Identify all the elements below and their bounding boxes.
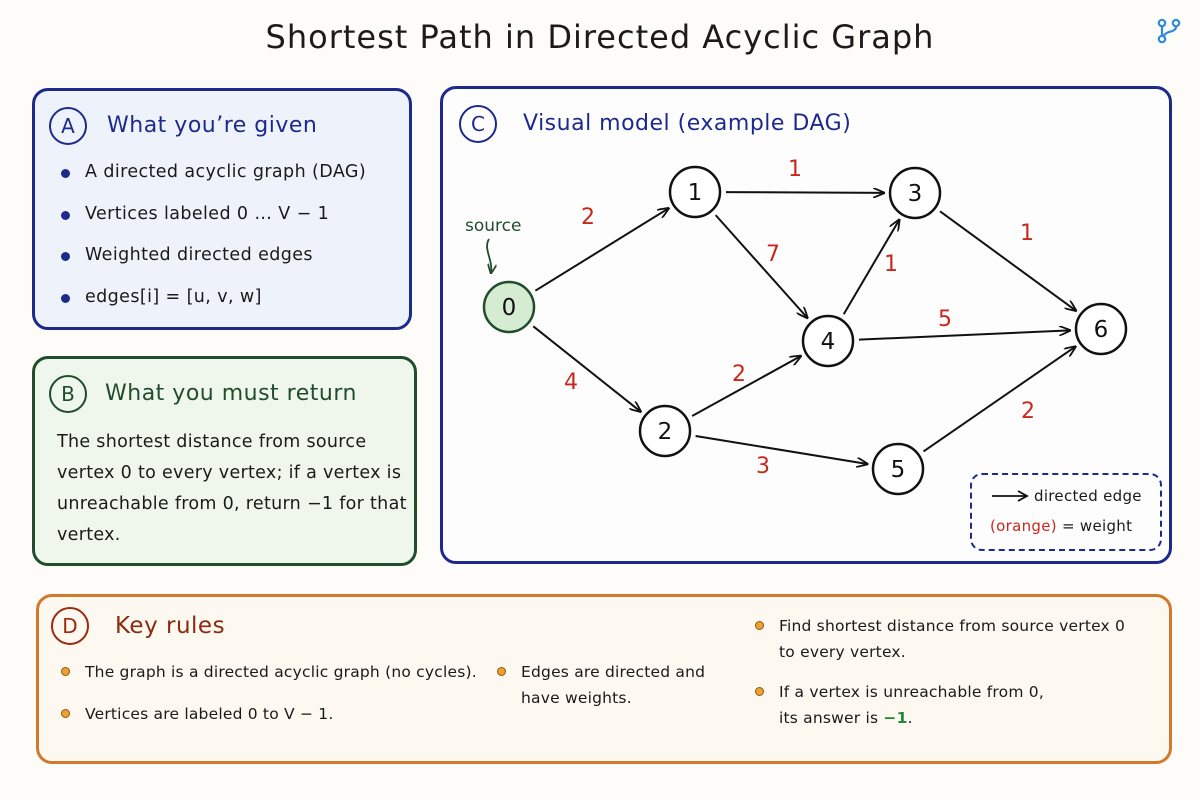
- node-5: [871, 442, 925, 496]
- panel-visual-model: 2 4 1 7 2 3 1 5 1 2 0 1 2 3 4 5 6 source C Visual model…: [440, 86, 1172, 564]
- node-2: [638, 404, 692, 458]
- edge-weight-0-1: 2: [581, 205, 595, 230]
- bullet-icon: [61, 210, 70, 220]
- list-item: A directed acyclic graph (DAG): [57, 161, 366, 203]
- bullet-icon: [61, 169, 70, 178]
- rule-item: The graph is a directed acyclic graph (n…: [61, 659, 481, 685]
- rule-item: Vertices are labeled 0 to V − 1.: [61, 701, 481, 727]
- edge-2-5: [695, 435, 868, 464]
- source-arrow-icon: [486, 238, 491, 273]
- rule-text: Edges are directed and have weights.: [521, 663, 706, 707]
- edge-weight-4-6: 5: [938, 307, 952, 332]
- edge-weight-2-4: 2: [732, 362, 746, 387]
- node-label-2: 2: [658, 419, 673, 445]
- list-item-text: Weighted directed edges: [85, 245, 313, 265]
- edge-2-4: [691, 356, 801, 417]
- node-4: [801, 314, 855, 368]
- edge-weight-5-6: 2: [1021, 399, 1035, 424]
- panel-return: B What you must return The shortest dist…: [32, 356, 417, 566]
- list-item: Weighted directed edges: [57, 244, 366, 286]
- rule-item: Find shortest distance from source verte…: [755, 613, 1135, 665]
- edge-weight-0-2: 4: [564, 370, 578, 395]
- badge-d: D: [51, 607, 89, 645]
- bullet-icon: [61, 293, 70, 303]
- node-3: [888, 166, 942, 220]
- node-label-6: 6: [1094, 317, 1109, 343]
- graph-legend: directed edge (orange) = weight: [970, 473, 1162, 551]
- panel-given: A What you’re given A directed acyclic g…: [32, 88, 412, 330]
- bullet-icon: [755, 687, 764, 696]
- badge-b: B: [49, 375, 87, 413]
- badge-c: C: [459, 105, 497, 143]
- edge-1-3: [725, 192, 884, 193]
- list-item-text: edges[i] = [u, v, w]: [85, 286, 262, 307]
- rule-item: If a vertex is unreachable from 0, its a…: [755, 679, 1055, 731]
- arrow-right-icon: [992, 490, 1029, 502]
- rule-text: If a vertex is unreachable from 0, its a…: [779, 683, 1044, 727]
- legend-edge-label: directed edge: [1034, 487, 1142, 505]
- node-1: [668, 165, 722, 219]
- git-branch-icon: [1157, 18, 1181, 44]
- panel-a-heading: What you’re given: [107, 113, 318, 138]
- node-label-4: 4: [821, 329, 836, 355]
- edge-0-1: [534, 208, 668, 292]
- panel-b-heading: What you must return: [105, 381, 357, 406]
- bullet-icon: [755, 621, 764, 630]
- edge-weight-2-5: 3: [756, 454, 770, 479]
- list-item-text: A directed acyclic graph (DAG): [85, 162, 367, 182]
- edge-4-6: [858, 330, 1070, 341]
- bullet-icon: [61, 667, 70, 676]
- bullet-icon: [61, 252, 70, 261]
- edge-weight-1-3: 1: [788, 157, 802, 182]
- dag-graph: 2 4 1 7 2 3 1 5 1 2 0 1 2 3 4 5 6 source: [465, 157, 1128, 496]
- bullet-icon: [497, 667, 506, 676]
- node-label-3: 3: [908, 181, 923, 207]
- node-6: [1074, 302, 1128, 356]
- list-item-text: Vertices labeled 0 … V − 1: [85, 203, 330, 224]
- legend-weight-text: = weight: [1056, 517, 1133, 535]
- list-item: edges[i] = [u, v, w]: [57, 286, 366, 328]
- edge-3-6: [939, 210, 1076, 310]
- rule-text: Vertices are labeled 0 to V − 1.: [85, 705, 334, 723]
- bullet-icon: [61, 709, 70, 718]
- panel-d-heading: Key rules: [115, 613, 226, 639]
- edge-weight-4-3: 1: [884, 252, 898, 277]
- rule-highlight: −1: [883, 709, 908, 727]
- rule-item: Edges are directed and have weights.: [497, 659, 717, 711]
- edge-weight-1-4: 7: [766, 242, 780, 267]
- return-description: The shortest distance from source vertex…: [57, 432, 407, 545]
- rule-text-end: .: [907, 709, 913, 727]
- node-label-1: 1: [688, 180, 703, 206]
- node-0: [482, 280, 536, 334]
- edge-0-2: [532, 325, 640, 411]
- page-title: Shortest Path in Directed Acyclic Graph: [265, 18, 935, 56]
- source-label: source: [465, 216, 521, 236]
- rule-text: Find shortest distance from source verte…: [779, 617, 1126, 661]
- edge-5-6: [922, 347, 1076, 453]
- legend-weight-label: (orange) = weight: [990, 517, 1132, 535]
- badge-a: A: [49, 107, 87, 145]
- panel-key-rules: D Key rules The graph is a directed acyc…: [36, 594, 1172, 764]
- rule-text: The graph is a directed acyclic graph (n…: [85, 663, 477, 681]
- node-label-0: 0: [502, 295, 517, 321]
- panel-c-heading: Visual model (example DAG): [523, 111, 852, 136]
- edge-4-3: [842, 220, 900, 315]
- given-list: A directed acyclic graph (DAG) Vertices …: [57, 161, 366, 327]
- edge-1-4: [714, 214, 808, 318]
- legend-orange-word: (orange): [990, 517, 1057, 535]
- list-item: Vertices labeled 0 … V − 1: [57, 203, 366, 245]
- node-label-5: 5: [891, 457, 906, 483]
- edge-weight-3-6: 1: [1020, 221, 1034, 246]
